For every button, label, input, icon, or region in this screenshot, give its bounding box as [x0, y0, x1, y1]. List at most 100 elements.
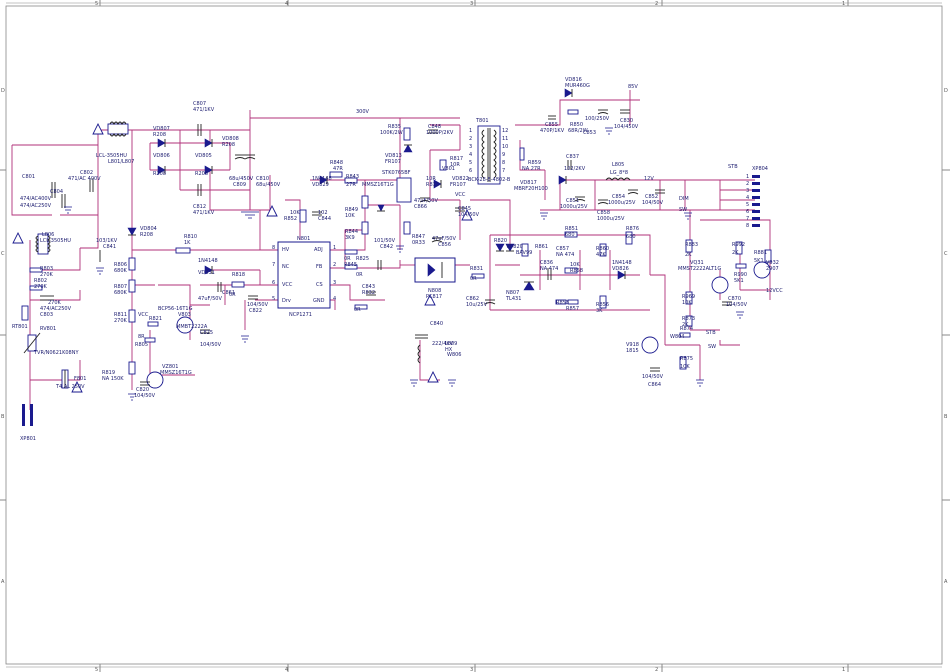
- diode-vd829: [319, 175, 328, 185]
- part-label: V801: [442, 166, 455, 172]
- part-label: VD805: [195, 153, 212, 159]
- transformer-pin: 12: [502, 128, 508, 134]
- part-label: R883: [685, 242, 698, 248]
- part-label: 680: [626, 234, 636, 240]
- part-label: 104/50V: [458, 212, 480, 218]
- part-label: 10R: [426, 176, 436, 182]
- transformer-pin: 8: [502, 160, 505, 166]
- part-label: R831: [470, 266, 483, 272]
- part-label: 27R: [346, 182, 356, 188]
- part-label: MBRF20H100: [514, 186, 548, 192]
- resistor-r818: [231, 281, 245, 288]
- resistor-r856: [599, 295, 607, 309]
- cap-c837: [567, 160, 572, 170]
- part-label: C837: [566, 154, 579, 160]
- inductor-l805: [605, 177, 631, 181]
- cap-c857: [547, 268, 552, 280]
- mosfet-v801: [396, 177, 412, 203]
- part-label: 1000P/2KV: [426, 130, 454, 136]
- part-label: 10K: [682, 300, 692, 306]
- cap-c803: [40, 295, 54, 301]
- part-label: TVR/N0621K08NY: [33, 350, 79, 356]
- part-label: 270K: [40, 272, 54, 278]
- part-label: 10K: [290, 210, 300, 216]
- part-label: NA 474: [540, 266, 558, 272]
- part-label: 0R: [356, 272, 363, 278]
- xp804-pin: 8: [746, 223, 749, 229]
- resistor-r825: [344, 264, 358, 270]
- part-label: R208: [222, 142, 235, 148]
- transformer-pin: 1: [469, 128, 472, 134]
- ic-part: NCP1271: [289, 312, 312, 318]
- resistor-r843: [344, 177, 358, 184]
- part-label: 471/AC 400V: [68, 176, 101, 182]
- resistor-r847: [403, 221, 411, 235]
- resistor-r852: [299, 209, 307, 223]
- part-label: MMSZ16T1G: [362, 182, 394, 188]
- part-label: L801/L807: [108, 159, 134, 165]
- ic-pin-num: 2: [333, 262, 336, 268]
- part-label: R805: [135, 342, 148, 348]
- part-label: R992: [732, 242, 745, 248]
- part-label: 680K: [114, 290, 128, 296]
- part-label: 1K: [184, 240, 191, 246]
- warning-icon: [427, 370, 439, 383]
- resistor-r807: [128, 279, 136, 293]
- resistor-r853: [555, 299, 567, 305]
- cap-c810: [244, 154, 256, 160]
- part-label: 270K: [114, 318, 128, 324]
- col-label: 5: [95, 1, 98, 7]
- part-label: R821: [149, 316, 162, 322]
- part-label: 47uF/50V: [432, 236, 456, 242]
- part-label: 1N4148: [312, 176, 332, 182]
- part-label: C820: [136, 387, 149, 393]
- inductor-l809: [417, 344, 421, 364]
- part-label: NA 150K: [102, 376, 124, 382]
- part-labels: LCL-3505HUL801/L807C801474/AC400VC804474…: [12, 77, 779, 399]
- xp804-pin: 6: [746, 209, 749, 215]
- shunt-regulator-n807: [523, 281, 535, 291]
- cap-c870: [722, 301, 732, 306]
- cap-c807: [197, 124, 202, 136]
- resistor-r805: [144, 337, 156, 343]
- zener-vz801: [146, 371, 164, 389]
- resistor-r883: [685, 239, 693, 253]
- part-label: 47K: [596, 252, 606, 258]
- ground-symbols: [64, 127, 744, 401]
- part-label: 1000u/25V: [608, 200, 636, 206]
- part-label: R802: [34, 278, 47, 284]
- resistor-r849: [361, 195, 369, 209]
- part-label: 270K: [48, 300, 62, 306]
- part-label: N807: [506, 290, 519, 296]
- cap-c862: [484, 299, 496, 305]
- part-label: R845: [344, 262, 357, 268]
- resistor-r990: [735, 263, 747, 269]
- part-label: 471/1KV: [193, 210, 215, 216]
- part-label: 68u/450V: [256, 182, 281, 188]
- part-label: 10K: [570, 262, 580, 268]
- cap-c840: [415, 334, 428, 339]
- resistor-r811: [128, 309, 136, 323]
- part-label: MMST2222ALT1G: [678, 266, 721, 272]
- part-label: C807: [193, 101, 206, 107]
- optocoupler-n808: [414, 257, 456, 283]
- part-label: R990: [734, 272, 747, 278]
- part-label: RV801: [40, 326, 56, 332]
- transformer-pin: 6: [469, 168, 472, 174]
- resistor-r858: [564, 267, 578, 274]
- part-label: 680: [565, 232, 575, 238]
- transistor-v932: [753, 261, 771, 279]
- resistor-r859: [519, 147, 525, 161]
- part-label: C844: [318, 216, 331, 222]
- zener-mmsz16: [377, 204, 385, 212]
- row-label: B: [944, 414, 948, 420]
- part-label: VD804: [140, 226, 157, 232]
- ic-pin-num: 6: [272, 280, 275, 286]
- cap-c801: [51, 182, 56, 198]
- part-label: R874: [680, 326, 693, 332]
- part-label: 470P/1KV: [540, 128, 565, 134]
- part-label: C845: [458, 206, 471, 212]
- ic-pin-fb: FB: [316, 264, 323, 270]
- resistor-r802: [29, 285, 43, 291]
- cap-c845: [455, 207, 465, 212]
